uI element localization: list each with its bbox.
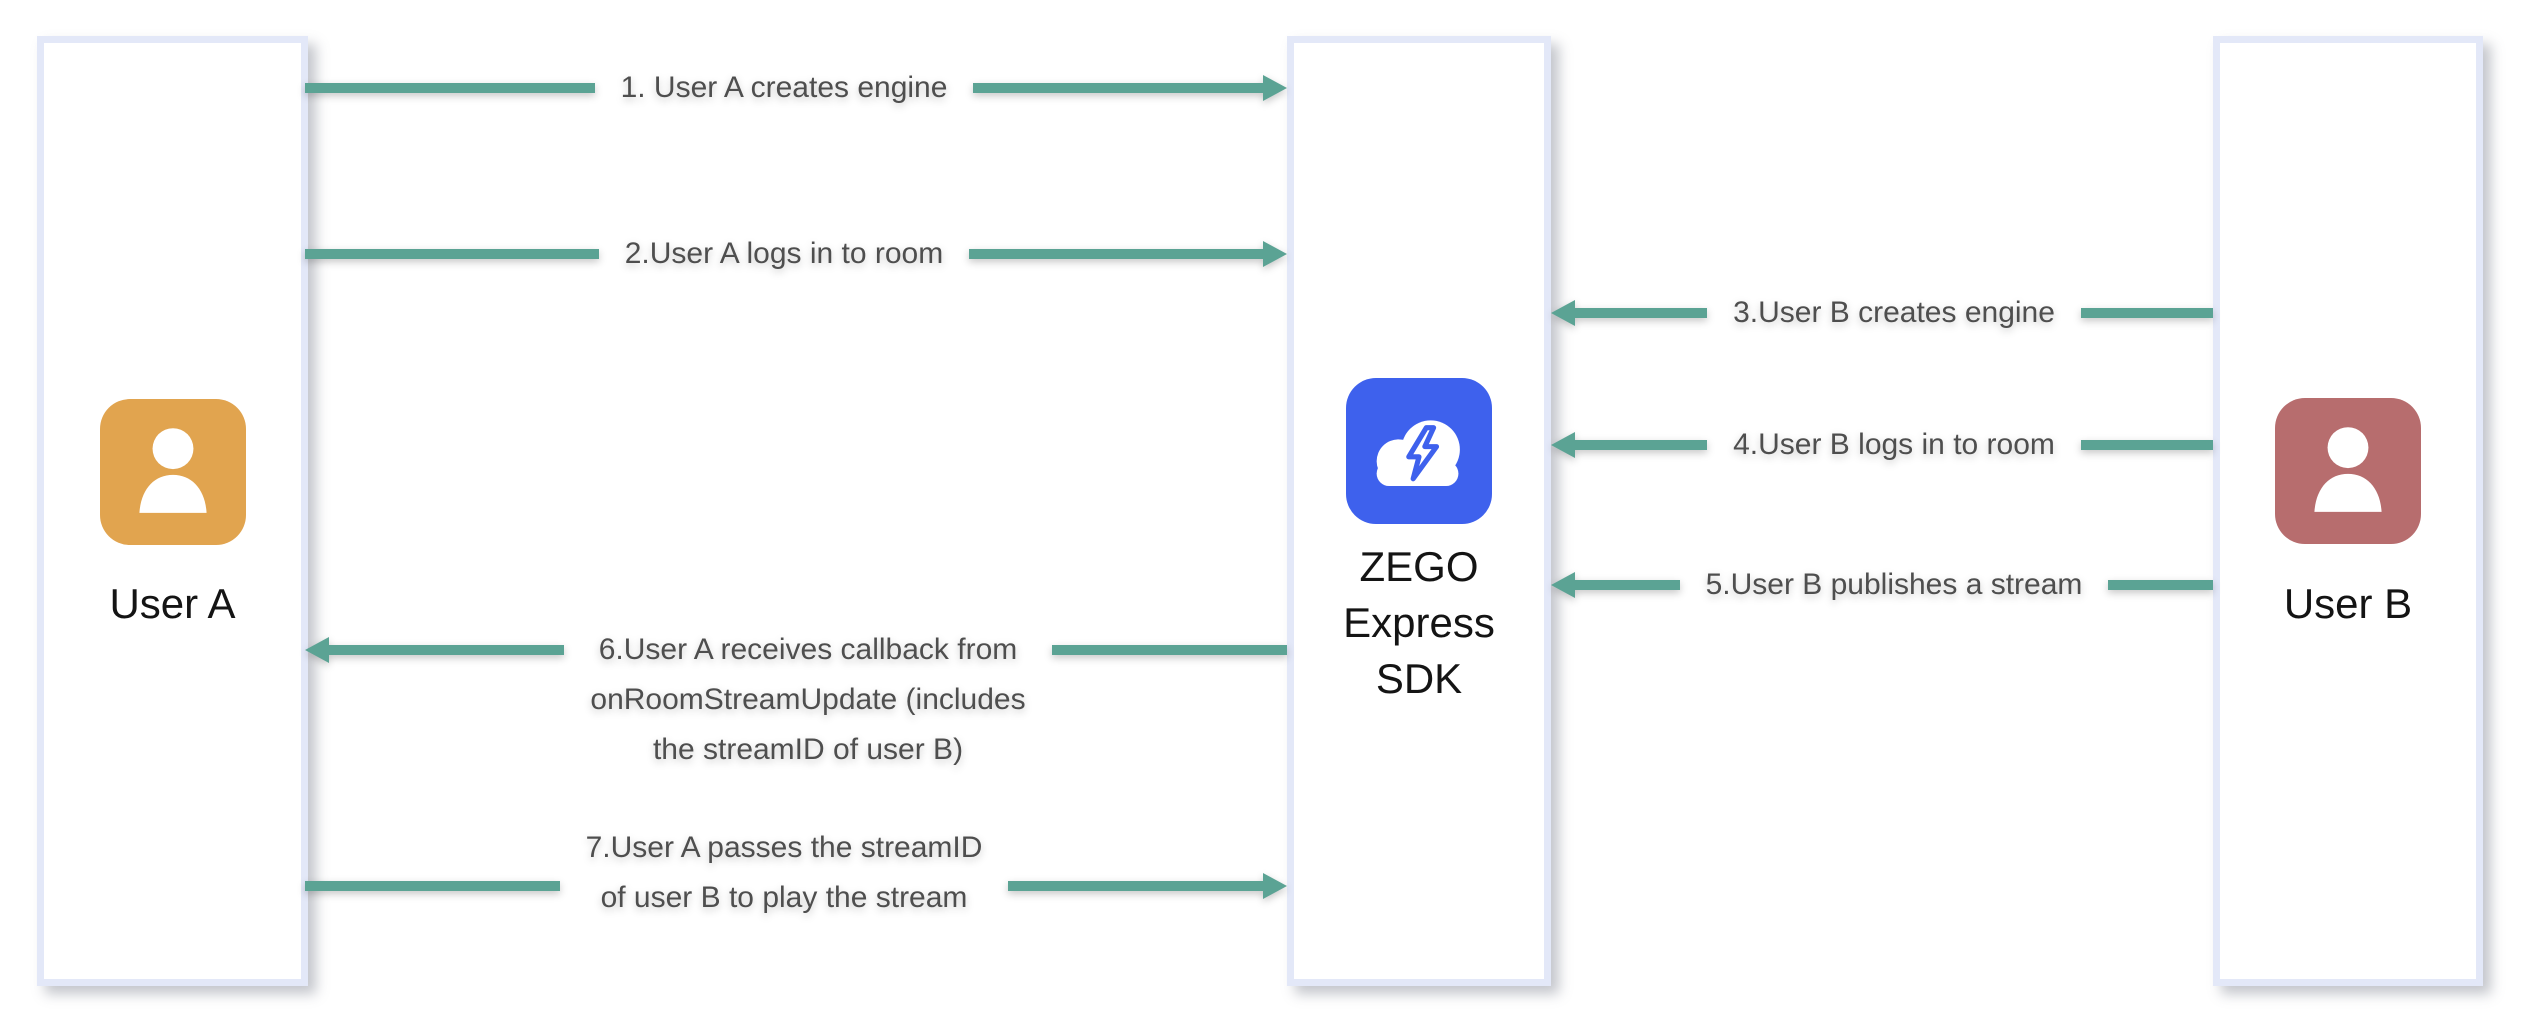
arrow-step-3: 3.User B creates engine — [1551, 288, 2213, 338]
arrow-line — [329, 645, 565, 655]
lane-title-zego-sdk: ZEGO Express SDK — [1343, 543, 1495, 702]
arrow-line — [2080, 308, 2213, 318]
user-b-person-icon — [2275, 398, 2421, 544]
arrow-line — [1575, 440, 1708, 450]
arrow-line — [2080, 440, 2214, 450]
arrow-line — [973, 83, 1263, 93]
arrow-line — [1575, 580, 1680, 590]
lane-title-user-b: User B — [2283, 580, 2413, 627]
arrow-label: 5.User B publishes a stream — [1705, 568, 2083, 601]
arrowhead-right-icon — [1263, 241, 1287, 267]
arrow-line — [2108, 580, 2213, 590]
arrow-label: 3.User B creates engine — [1733, 296, 2055, 329]
arrowhead-right-icon — [1263, 873, 1287, 899]
arrow-line — [305, 249, 599, 259]
arrow-line — [969, 249, 1263, 259]
arrow-label: 1. User A creates engine — [620, 71, 948, 104]
arrowhead-left-icon — [1551, 300, 1575, 326]
arrow-step-4: 4.User B logs in to room — [1551, 420, 2214, 470]
arrow-line — [305, 881, 560, 891]
arrowhead-left-icon — [305, 637, 329, 663]
arrow-label: 6.User A receives callback from onRoomSt… — [590, 633, 1026, 766]
arrow-step-6: 6.User A receives callback from onRoomSt… — [305, 625, 1288, 775]
user-a-person-icon — [100, 399, 246, 545]
arrowhead-left-icon — [1551, 572, 1575, 598]
arrow-step-2: 2.User A logs in to room — [305, 229, 1287, 279]
arrow-line — [305, 83, 595, 93]
arrow-step-1: 1. User A creates engine — [305, 63, 1287, 113]
arrowhead-right-icon — [1263, 75, 1287, 101]
arrow-line — [1051, 645, 1288, 655]
arrow-label: 4.User B logs in to room — [1733, 428, 2055, 461]
arrow-step-7: 7.User A passes the streamID of user B t… — [305, 823, 1287, 923]
arrowhead-left-icon — [1551, 432, 1575, 458]
arrow-label: 7.User A passes the streamID of user B t… — [585, 831, 983, 914]
lane-title-user-a: User A — [109, 580, 236, 627]
arrow-label: 2.User A logs in to room — [624, 237, 944, 270]
arrow-line — [1008, 881, 1263, 891]
arrow-step-5: 5.User B publishes a stream — [1551, 560, 2213, 610]
arrow-line — [1575, 308, 1708, 318]
zego-cloud-lightning-icon — [1346, 378, 1492, 524]
